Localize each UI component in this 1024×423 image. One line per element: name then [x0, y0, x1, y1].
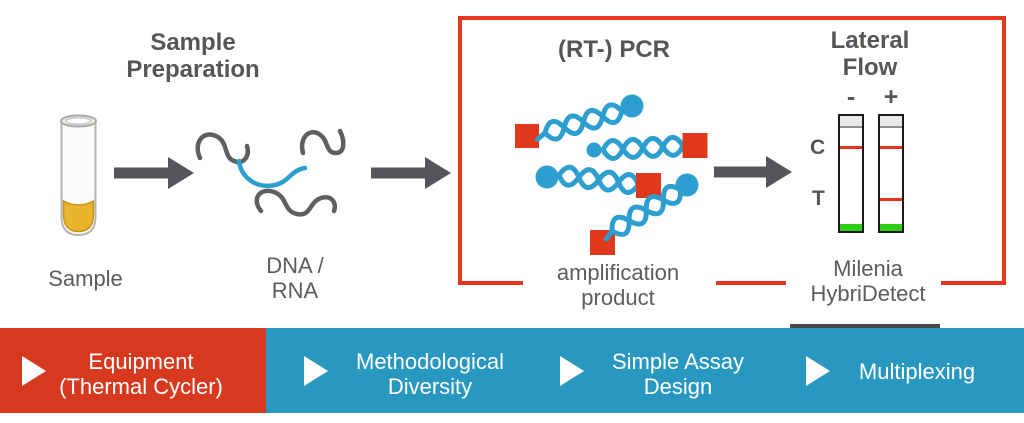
sample-preparation-title: Sample Preparation: [68, 29, 318, 83]
dna-strand-gray-3: [254, 188, 337, 217]
dna-rna-label-line1: DNA /: [266, 253, 324, 278]
amplicon-3: [535, 165, 661, 198]
dna-strands-icon: [195, 128, 346, 217]
blue-circle-marker: [675, 173, 699, 197]
arrow-right-icon-1: [114, 157, 194, 189]
play-triangle-icon: [304, 356, 328, 386]
sample-preparation-title-line2: Preparation: [126, 56, 260, 83]
amplification-product-label-line2: product: [581, 285, 655, 310]
rna-strand-blue: [236, 158, 308, 189]
test-band: [880, 198, 902, 201]
milenia-hybridetect-label-line1: Milenia: [833, 256, 903, 281]
control-band: [840, 146, 862, 149]
lateral-flow-title-line1: Lateral: [830, 27, 910, 54]
lateral-flow-title-line2: Flow: [842, 54, 898, 81]
lateral-flow-strip-positive: [878, 114, 904, 233]
amplification-products: [515, 94, 708, 255]
milenia-hybridetect-label-line2: HybriDetect: [810, 281, 926, 306]
lateral-flow-strip-negative: [838, 114, 864, 233]
blue-circle-marker: [620, 94, 644, 118]
highlight-box-bottom-segment-left: [458, 281, 523, 285]
banner-item-multiplexing: Multiplexing: [817, 359, 1017, 384]
test-band-label: T: [812, 187, 825, 210]
lateral-flow-title: Lateral Flow: [795, 27, 945, 81]
banner-item-equipment-line2: (Thermal Cycler): [59, 374, 223, 399]
artifact-line: [790, 324, 940, 328]
amplification-product-label-line1: amplification: [556, 260, 680, 285]
amplicon-1: [515, 94, 644, 148]
sample-preparation-title-line1: Sample: [150, 29, 236, 56]
banner-item-methodological-line1: Methodological: [356, 349, 504, 374]
absorbent-pad: [880, 224, 902, 231]
banner-item-methodological-diversity: Methodological Diversity: [330, 349, 530, 399]
banner-item-multiplexing-line1: Multiplexing: [858, 359, 976, 384]
play-triangle-icon: [22, 356, 46, 386]
highlight-box-bottom-segment-middle: [716, 281, 786, 285]
red-square-marker: [515, 124, 539, 148]
banner-item-equipment: Equipment (Thermal Cycler): [41, 349, 241, 399]
banner-segment-features: [266, 328, 1024, 413]
sample-pad: [880, 116, 902, 128]
pcr-lateral-flow-highlight-box: [458, 16, 1006, 282]
play-triangle-icon: [560, 356, 584, 386]
red-square-marker: [636, 173, 661, 198]
dna-strand-gray-1: [195, 132, 250, 165]
feature-banner: Equipment (Thermal Cycler) Methodologica…: [0, 328, 1024, 413]
arrow-right-icon-3: [714, 156, 792, 188]
banner-item-methodological-line2: Diversity: [387, 374, 473, 399]
sample-label: Sample: [48, 266, 123, 291]
pcr-title: (RT-) PCR: [558, 36, 670, 63]
play-triangle-icon: [806, 356, 830, 386]
absorbent-pad: [840, 224, 862, 231]
amplicon-4: [590, 173, 699, 255]
sample-pad: [840, 116, 862, 128]
highlight-box-bottom-segment-right: [941, 281, 1006, 285]
positive-strip-label: +: [883, 83, 899, 111]
banner-item-simple-assay-line1: Simple Assay: [611, 349, 745, 374]
banner-item-simple-assay-design: Simple Assay Design: [578, 349, 778, 399]
blue-circle-marker: [535, 165, 559, 189]
sample-liquid: [62, 199, 95, 233]
dna-rna-label: DNA / RNA: [235, 253, 355, 303]
amplicon-2: [586, 133, 708, 159]
control-band-label: C: [810, 136, 826, 159]
amplification-product-label: amplification product: [538, 260, 698, 310]
arrow-right-icon-2: [371, 157, 451, 189]
dna-rna-label-line2: RNA: [271, 278, 319, 303]
milenia-hybridetect-label: Milenia HybriDetect: [788, 256, 948, 306]
dna-strand-gray-2: [299, 128, 346, 156]
negative-strip-label: -: [846, 83, 856, 111]
banner-item-equipment-line1: Equipment: [88, 349, 194, 374]
control-band: [880, 146, 902, 149]
test-tube-icon: [60, 114, 97, 237]
banner-item-simple-assay-line2: Design: [643, 374, 713, 399]
blue-circle-marker: [586, 142, 602, 158]
red-square-marker: [682, 133, 708, 158]
